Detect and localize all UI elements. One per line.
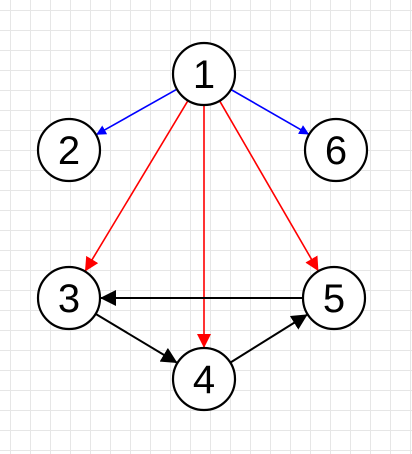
node-5: 5	[301, 265, 367, 331]
edge-1-to-5	[218, 100, 319, 272]
node-label-2: 2	[58, 129, 80, 173]
node-circle-3	[36, 265, 102, 331]
node-label-3: 3	[58, 277, 80, 321]
edge-1-to-3	[84, 100, 189, 272]
node-2: 2	[36, 117, 102, 183]
node-circle-2	[36, 117, 102, 183]
edges-layer	[84, 88, 319, 364]
edge-4-to-5	[229, 314, 308, 364]
node-1: 1	[171, 41, 237, 107]
node-4: 4	[171, 346, 237, 412]
node-3: 3	[36, 265, 102, 331]
edge-3-to-4	[95, 313, 178, 364]
node-6: 6	[303, 117, 369, 183]
node-circle-6	[303, 117, 369, 183]
node-label-6: 6	[325, 129, 347, 173]
node-label-5: 5	[323, 277, 345, 321]
node-circle-5	[301, 265, 367, 331]
node-circle-4	[171, 346, 237, 412]
nodes-layer: 1 2 3 4 5 6	[36, 41, 369, 412]
node-label-4: 4	[193, 358, 215, 402]
edge-1-to-2	[96, 88, 178, 135]
node-circle-1	[171, 41, 237, 107]
node-label-1: 1	[193, 53, 215, 97]
edge-1-to-6	[230, 88, 310, 135]
